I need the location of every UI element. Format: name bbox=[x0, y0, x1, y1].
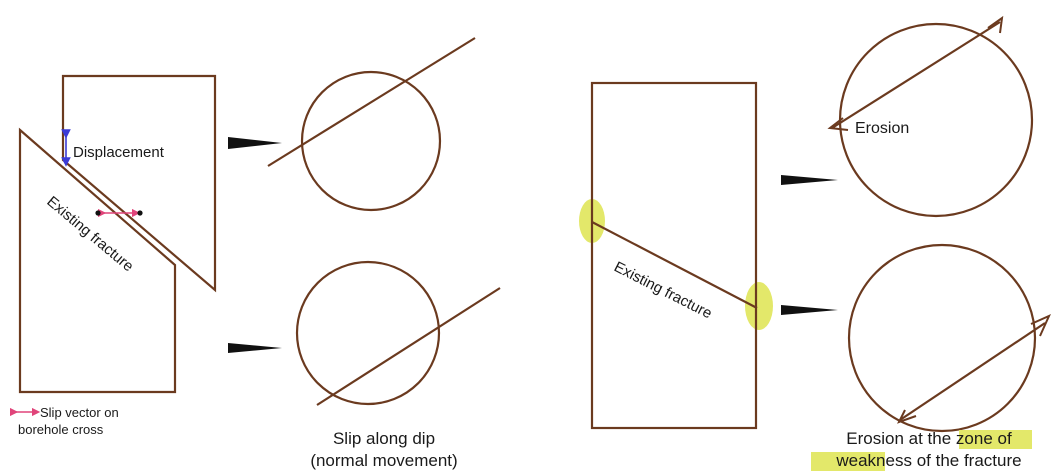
upper-block bbox=[63, 76, 215, 290]
borehole-section-top-left bbox=[302, 72, 440, 210]
arrow-to-top-left-section bbox=[228, 137, 282, 149]
arrow-to-bottom-right-section bbox=[781, 305, 838, 315]
arrow-to-bottom-left-section bbox=[228, 343, 282, 353]
fracture-trace-bottom-left bbox=[317, 288, 500, 405]
lower-block bbox=[20, 130, 175, 392]
rock-block-right bbox=[592, 83, 756, 428]
erosion-label: Erosion bbox=[855, 120, 909, 137]
fracture-label-left: Existing fracture bbox=[43, 193, 136, 275]
fracture-trace-top-left bbox=[268, 38, 475, 166]
caption-left-line-1: Slip along dip bbox=[333, 429, 435, 448]
caption-weakness-word: weakness bbox=[835, 451, 912, 470]
arrow-to-top-right-section bbox=[781, 175, 838, 185]
borehole-section-bottom-left bbox=[297, 262, 439, 404]
fracture-trace-top-right bbox=[832, 22, 1000, 128]
legend-line-1: Slip vector on bbox=[40, 405, 119, 420]
caption-right-line-1-overlay: Erosion at the zone of bbox=[846, 429, 1012, 448]
fracture-trace-bottom-right bbox=[900, 323, 1045, 420]
caption-right-line-2: weakness of the fracture bbox=[835, 451, 1021, 470]
displacement-label: Displacement bbox=[73, 144, 165, 161]
caption-right-line-2-suffix: of the fracture bbox=[912, 451, 1022, 470]
legend-line-2: borehole cross bbox=[18, 422, 104, 437]
caption-left-line-2: (normal movement) bbox=[310, 451, 457, 470]
fracture-label-right: Existing fracture bbox=[611, 258, 715, 322]
weakness-zone-right bbox=[745, 282, 773, 330]
borehole-section-bottom-right bbox=[849, 245, 1035, 431]
